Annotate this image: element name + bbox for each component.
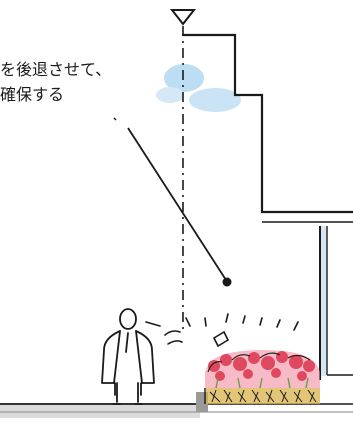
- gaze-strokes: [145, 313, 299, 348]
- person-figure: [101, 308, 155, 405]
- right-column: [319, 226, 353, 380]
- flower-planter: [204, 350, 320, 404]
- caption-line-1: を後退させて、: [0, 60, 112, 79]
- caption-line-2: 確保する: [0, 85, 65, 104]
- building-outline: [181, 33, 353, 214]
- sky-wash: [156, 64, 241, 112]
- pointer-dot-icon: [222, 277, 232, 287]
- level-marker-icon: [169, 9, 197, 26]
- pointer-line: [127, 127, 227, 281]
